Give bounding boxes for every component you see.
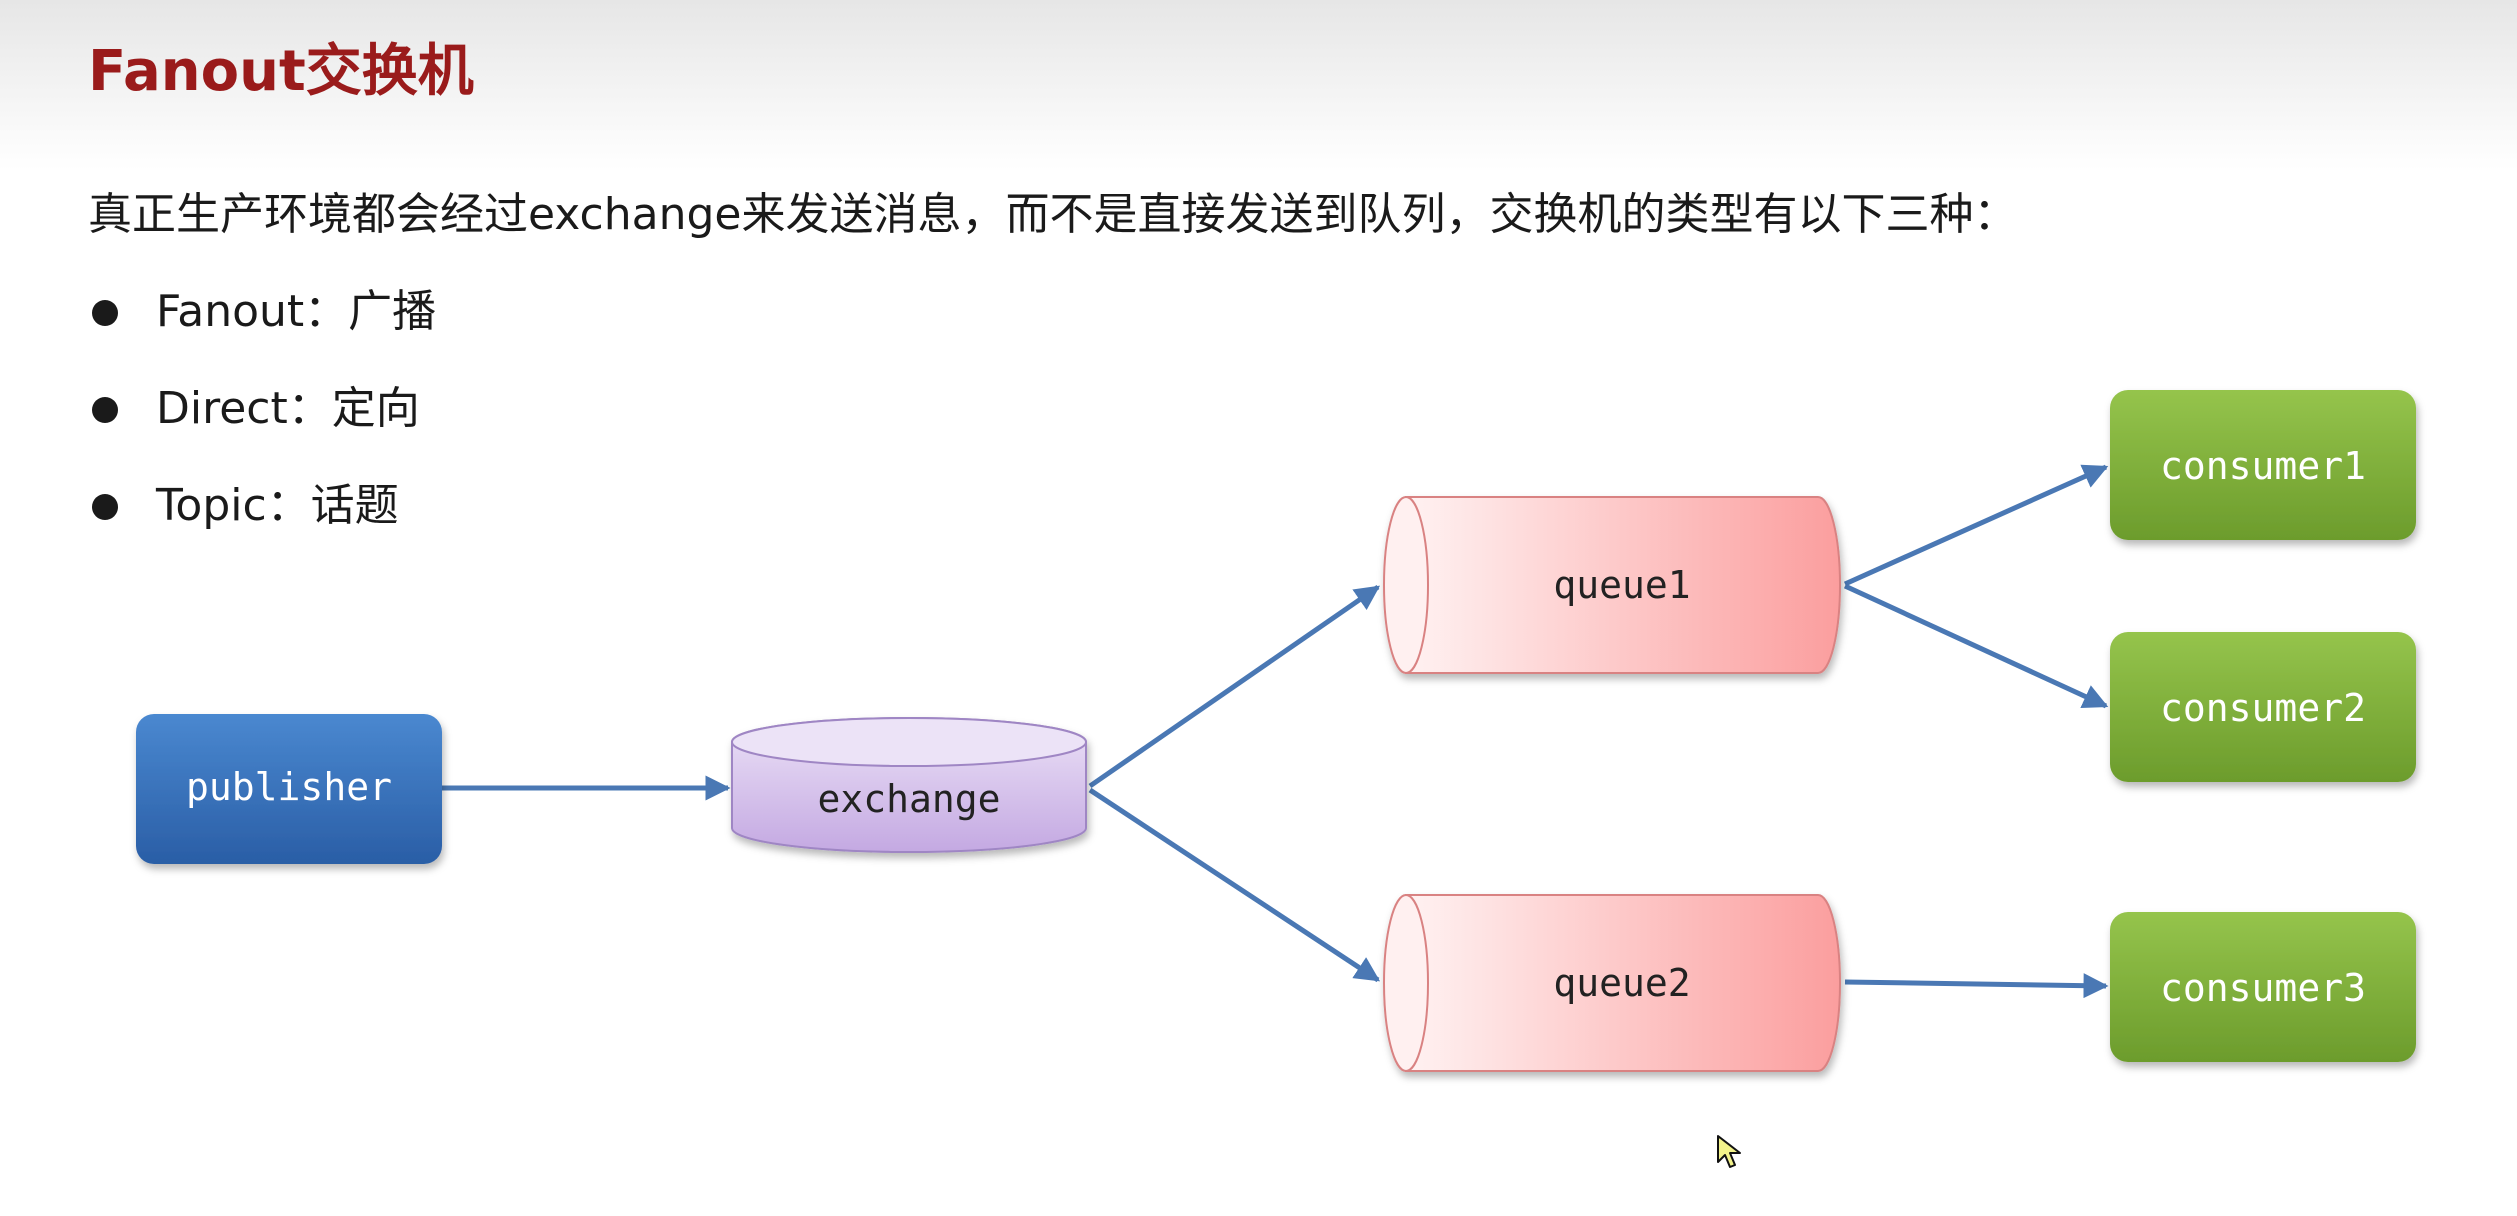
page-title: Fanout交换机 (88, 39, 474, 104)
queue2-label: queue2 (1553, 961, 1690, 1005)
exchange-node (731, 717, 1087, 853)
consumer2-label: consumer2 (2160, 686, 2366, 730)
queue1-node (1383, 496, 1841, 674)
queue1-label: queue1 (1553, 563, 1690, 607)
header-band (0, 0, 2517, 170)
arrow-exchange-queue1 (1088, 584, 1381, 789)
list-item-fanout: Fanout：广播 (88, 274, 436, 371)
exchange-type-list: Fanout：广播 Direct：定向 Topic：话题 (88, 274, 436, 565)
consumer1-label: consumer1 (2160, 444, 2366, 488)
list-item-topic: Topic：话题 (88, 468, 436, 565)
list-item-label: Fanout：广播 (156, 286, 437, 337)
arrow-queue2-consumer3 (1844, 973, 2109, 999)
bullet-dot-icon (92, 494, 118, 520)
bullet-dot-icon (92, 300, 118, 326)
arrow-queue1-consumer1 (1843, 464, 2109, 587)
publisher-node (136, 714, 442, 864)
consumer2-node (2110, 632, 2416, 782)
list-item-label: Direct：定向 (156, 383, 420, 434)
publisher-label: publisher (186, 765, 392, 809)
intro-text: 真正生产环境都会经过exchange来发送消息，而不是直接发送到队列，交换机的类… (88, 189, 2018, 240)
mouse-pointer-icon (1717, 1135, 1741, 1168)
consumer1-node (2110, 390, 2416, 540)
bullet-dot-icon (92, 397, 118, 423)
arrows (442, 464, 2109, 999)
consumer3-node (2110, 912, 2416, 1062)
exchange-label: exchange (817, 777, 1000, 821)
arrow-queue1-consumer2 (1843, 583, 2109, 709)
queue2-node (1383, 894, 1841, 1072)
arrow-exchange-queue2 (1088, 787, 1381, 983)
consumer3-label: consumer3 (2160, 966, 2366, 1010)
list-item-direct: Direct：定向 (88, 371, 436, 468)
list-item-label: Topic：话题 (156, 480, 399, 531)
